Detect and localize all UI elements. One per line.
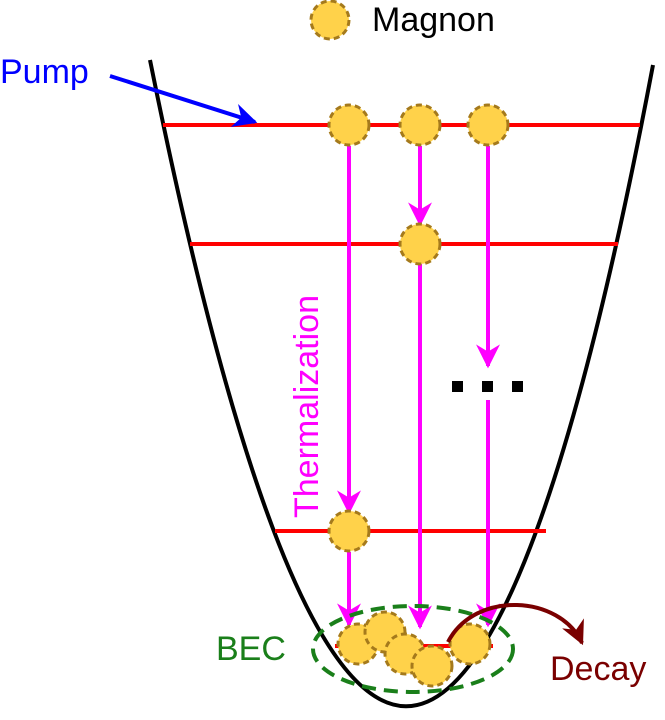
magnon-pumped-3 — [466, 103, 510, 147]
pump-arrow — [109, 74, 258, 127]
decay-arrow — [446, 603, 584, 646]
legend-magnon-icon — [309, 0, 351, 41]
magnon-pumped-2 — [398, 103, 442, 147]
pump-label: Pump — [0, 53, 89, 91]
ellipsis-dot-1 — [452, 381, 463, 392]
bec-ellipse — [311, 604, 515, 694]
magnon-level-2 — [398, 222, 442, 266]
magnon-level-3 — [327, 509, 371, 553]
magnon-bec-4 — [448, 622, 492, 666]
ellipsis-dot-2 — [482, 381, 493, 392]
magnon-bec-5 — [410, 644, 454, 688]
ellipsis-dot-3 — [512, 381, 523, 392]
legend-magnon-label: Magnon — [372, 1, 495, 39]
potential-well — [148, 59, 655, 709]
decay-label: Decay — [550, 650, 646, 688]
magnon-pumped-1 — [327, 103, 371, 147]
bec-label: BEC — [216, 630, 286, 668]
thermalization-label: Thermalization — [288, 295, 326, 518]
